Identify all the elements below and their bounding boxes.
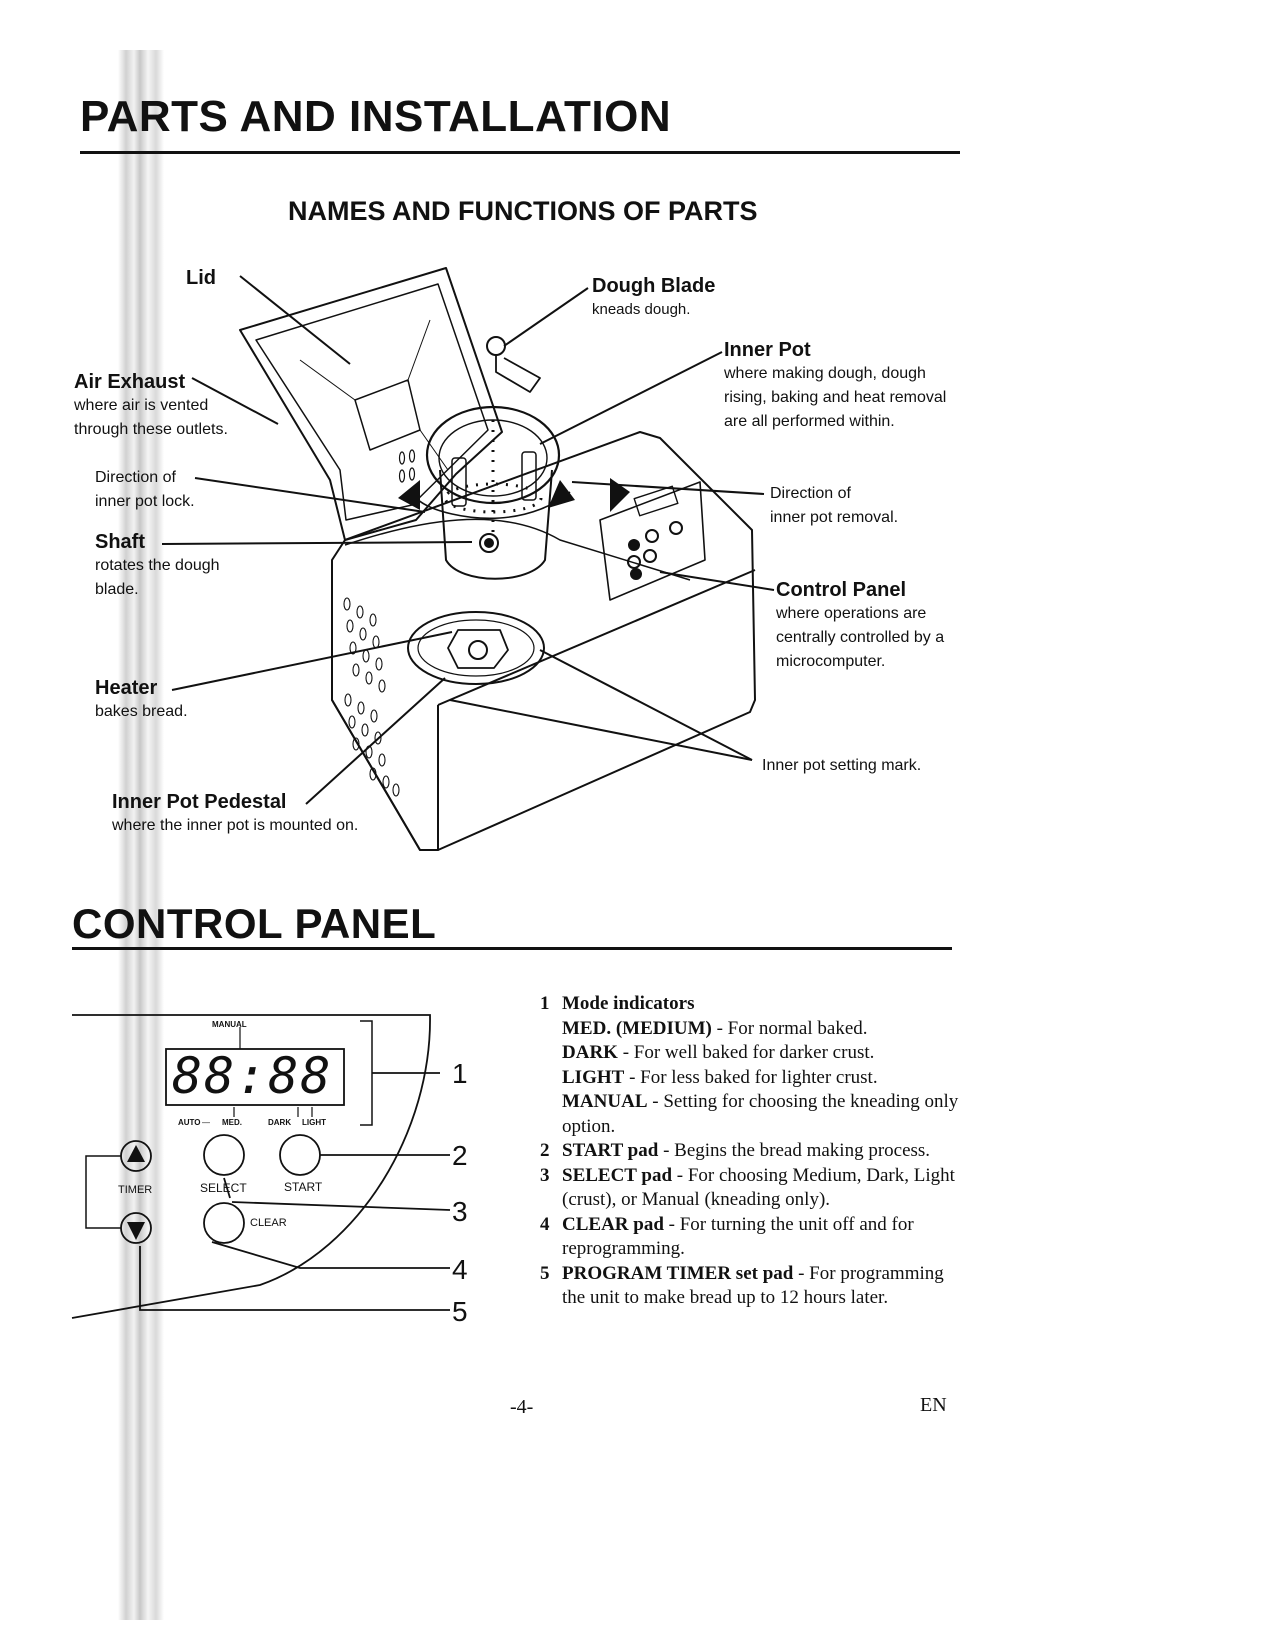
select-button[interactable] — [206, 1135, 242, 1171]
med-indicator-label: MED. — [222, 1118, 242, 1127]
manual-indicator-label: MANUAL — [212, 1020, 247, 1029]
lock-direction-leader — [194, 477, 426, 513]
control-panel-rule — [72, 947, 952, 950]
legend-manual: MANUAL - Setting for choosing the kneadi… — [562, 1091, 959, 1137]
label-shaft: Shaft rotates the dough blade. — [95, 531, 220, 598]
label-setting-mark: Inner pot setting mark. — [762, 757, 922, 774]
callout-3: 3 — [452, 1196, 468, 1227]
control-panel-heading: CONTROL PANEL — [72, 900, 437, 947]
auto-indicator-label: AUTO — [178, 1118, 201, 1127]
timer-down-button[interactable] — [121, 1213, 151, 1243]
light-indicator-label: LIGHT — [302, 1118, 326, 1127]
section-subtitle: NAMES AND FUNCTIONS OF PARTS — [288, 196, 758, 226]
control-panel-leader — [659, 571, 775, 591]
label-heater: Heater bakes bread. — [95, 677, 188, 720]
callout-4: 4 — [452, 1254, 468, 1285]
callout-1: 1 — [452, 1058, 468, 1089]
legend-dark: DARK - For well baked for darker crust. — [562, 1042, 875, 1063]
label-air-exhaust: Air Exhaust where air is vented through … — [74, 371, 228, 438]
label-control-panel: Control Panel where operations are centr… — [776, 579, 945, 670]
inner-pot-shape — [425, 405, 561, 505]
dark-indicator-label: DARK — [268, 1118, 292, 1127]
start-label: START — [284, 1180, 323, 1194]
shaft-leader — [161, 541, 473, 545]
setting-mark-leader-2 — [449, 699, 753, 761]
pot-removal-leader — [571, 481, 765, 495]
lid-leader — [239, 275, 351, 365]
label-lid: Lid — [186, 267, 216, 289]
callout-5: 5 — [452, 1296, 468, 1327]
label-inner-pot: Inner Pot where making dough, dough risi… — [724, 339, 947, 430]
pedestal-leader — [305, 677, 446, 805]
auto-med-dash: — — [202, 1118, 210, 1127]
inner-pot-leader — [539, 351, 723, 445]
label-lock-direction: Direction of inner pot lock. — [95, 469, 195, 510]
timer-up-button[interactable] — [121, 1141, 151, 1171]
legend-light: LIGHT - For less baked for lighter crust… — [562, 1066, 878, 1088]
clear-button[interactable] — [206, 1203, 242, 1239]
label-pot-removal: Direction of inner pot removal. — [770, 485, 899, 526]
callout-2: 2 — [452, 1140, 468, 1171]
select-label: SELECT — [200, 1181, 247, 1195]
language-code: EN — [920, 1394, 947, 1416]
title-rule — [80, 151, 960, 154]
dough-blade-leader — [503, 287, 589, 347]
lcd-display: 88:88 — [172, 1047, 333, 1105]
lid-shape — [239, 267, 503, 541]
heater-leader — [171, 631, 453, 691]
page-title: PARTS AND INSTALLATION — [80, 92, 672, 141]
control-panel-diagram — [71, 1014, 451, 1319]
start-button[interactable] — [282, 1135, 318, 1171]
setting-mark-leader-1 — [539, 649, 753, 761]
select-button-shape — [203, 1134, 245, 1176]
clear-button-shape — [203, 1202, 245, 1244]
clear-label: CLEAR — [250, 1217, 287, 1229]
legend-med: MED. (MEDIUM) - For normal baked. — [562, 1017, 868, 1039]
scan-shadow — [118, 50, 164, 1620]
page-number: -4- — [510, 1396, 534, 1418]
label-pedestal: Inner Pot Pedestal where the inner pot i… — [112, 791, 359, 834]
air-exhaust-leader — [191, 377, 279, 425]
label-dough-blade: Dough Blade kneads dough. — [592, 275, 716, 318]
timer-label: TIMER — [118, 1184, 153, 1196]
